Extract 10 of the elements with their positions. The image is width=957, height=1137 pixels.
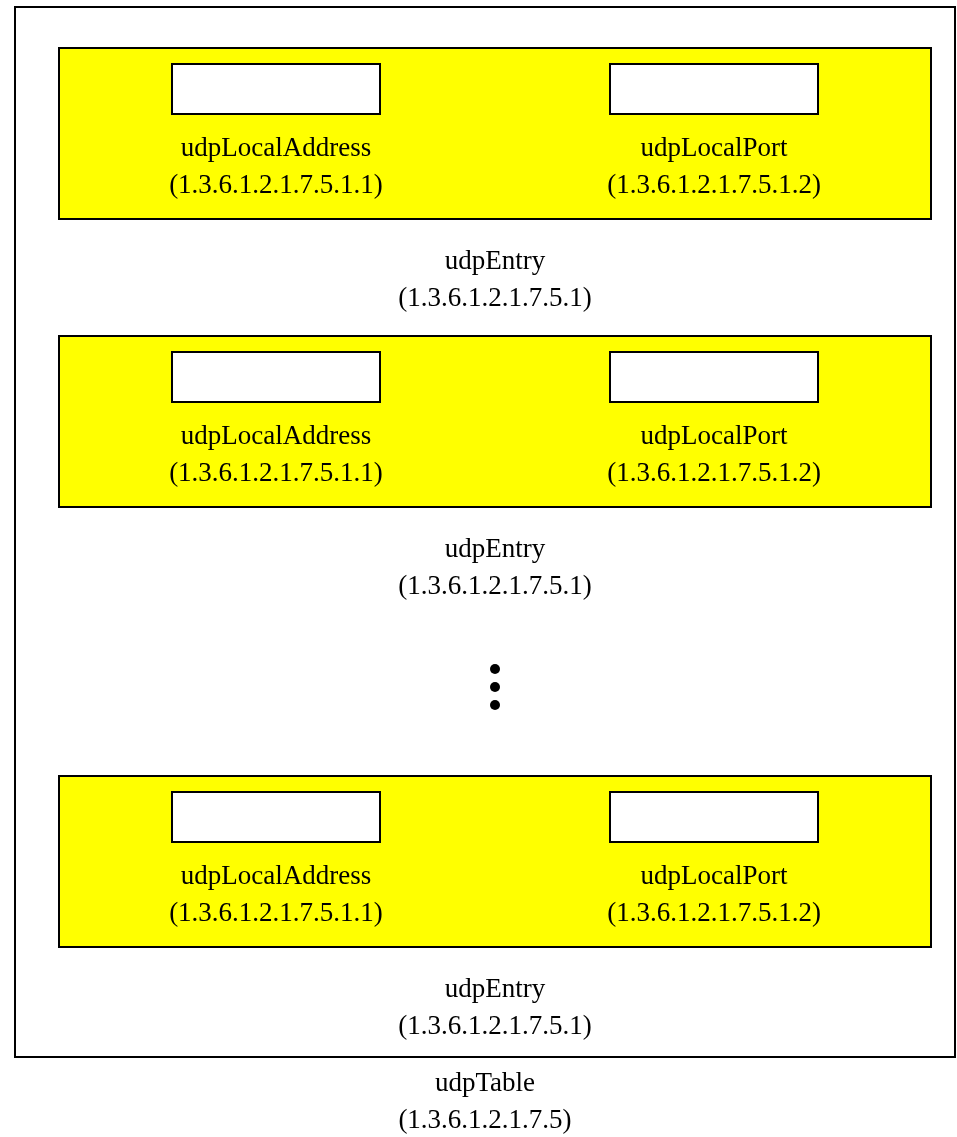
node-label: udpLocalPort (1.3.6.1.2.1.7.5.1.2): [607, 419, 821, 489]
node-label: udpTable (1.3.6.1.2.1.7.5): [398, 1066, 572, 1136]
node-label: udpLocalAddress (1.3.6.1.2.1.7.5.1.1): [169, 131, 383, 201]
node-label: udpEntry (1.3.6.1.2.1.7.5.1): [398, 244, 592, 314]
node-label: udpLocalPort (1.3.6.1.2.1.7.5.1.2): [607, 131, 821, 201]
node-label: udpLocalAddress (1.3.6.1.2.1.7.5.1.1): [169, 859, 383, 929]
node-label: udpEntry (1.3.6.1.2.1.7.5.1): [398, 972, 592, 1042]
node-label: udpLocalPort (1.3.6.1.2.1.7.5.1.2): [607, 859, 821, 929]
node-label: udpLocalAddress (1.3.6.1.2.1.7.5.1.1): [169, 419, 383, 489]
node-label: udpEntry (1.3.6.1.2.1.7.5.1): [398, 532, 592, 602]
